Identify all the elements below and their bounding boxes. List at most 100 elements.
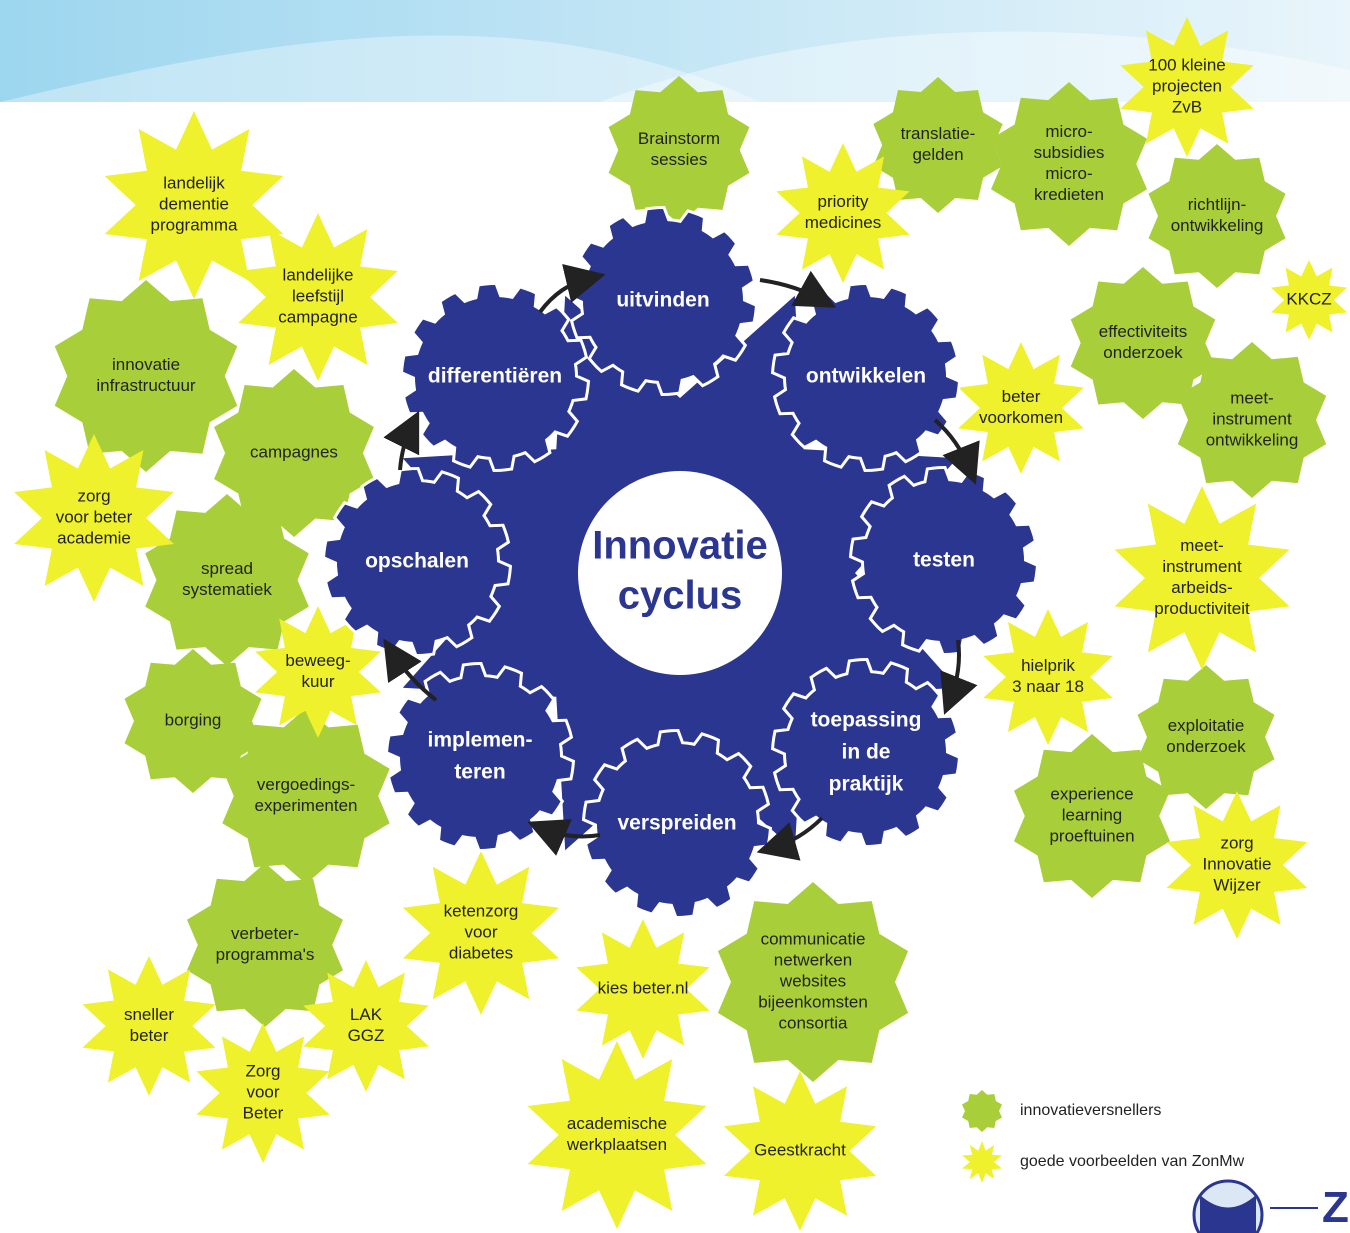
star-7-label-line: programma: [151, 215, 238, 234]
cog-2-label-line: testen: [913, 549, 975, 572]
cycle-arrow-2: [933, 418, 980, 485]
star-16-label-line: productiviteit: [1154, 599, 1250, 618]
yellow-star-shape: [958, 342, 1084, 474]
star-21-label-line: experimenten: [254, 796, 357, 815]
cog-6-label-line: opschalen: [365, 550, 469, 573]
star-17-label-line: kuur: [301, 672, 334, 691]
star-0-label-line: projecten: [1152, 76, 1222, 95]
yellow-star-shape: [303, 960, 429, 1092]
cog-3-label-line: toepassing: [811, 709, 922, 732]
yellow-star-shape: [14, 434, 174, 602]
green-star-shape: [1137, 665, 1275, 809]
cog-5-label-line: implemen-: [427, 729, 532, 752]
cycle-arrow-7: [383, 410, 420, 471]
star-2: translatie-gelden: [873, 77, 1003, 213]
legend-label: goede voorbeelden van ZonMw: [1020, 1153, 1245, 1170]
star-9: innovatie infrastructuur: [54, 280, 238, 472]
star-4: priority medicines: [776, 143, 910, 283]
cycle-arrow-1: [759, 270, 836, 308]
legend-label: innovatieversnellers: [1020, 1102, 1161, 1119]
yellow-star-shape: [1166, 791, 1308, 939]
star-4-label-line: medicines: [805, 213, 882, 232]
green-star-shape: [1148, 144, 1286, 288]
star-22-label-line: proeftuinen: [1049, 826, 1134, 845]
cog-fill: [325, 470, 509, 654]
star-23-label-line: zorg: [1220, 833, 1253, 852]
cycle-arrow-5: [527, 819, 601, 856]
cog-3-label-line: in de: [841, 741, 890, 764]
star-23-label-line: Innovatie: [1203, 854, 1272, 873]
cycle-arrow-0: [538, 263, 606, 314]
star-4-label-line: priority: [817, 192, 869, 211]
star-25-label-line: communicatie: [761, 929, 866, 948]
star-17: beweeg-kuur: [255, 606, 381, 738]
star-30-label-line: Zorg: [246, 1061, 281, 1080]
yellow-star-shape: [403, 851, 559, 1015]
star-12-label-line: instrument: [1212, 409, 1292, 428]
green-star-shape: [145, 494, 309, 666]
star-24-label-line: ketenzorg: [444, 901, 519, 920]
yellow-star-shape: [1114, 486, 1290, 670]
star-7-label-line: landelijk: [163, 173, 225, 192]
star-20-label-line: onderzoek: [1166, 737, 1246, 756]
cog-3: toepassing in de praktijk: [770, 657, 962, 849]
star-9-label-line: infrastructuur: [96, 376, 196, 395]
star-20-label-line: exploitatie: [1168, 716, 1245, 735]
center-title-line: Innovatie: [592, 524, 768, 568]
star-9-label-line: innovatie: [112, 355, 180, 374]
star-0-label-line: 100 kleine: [1148, 55, 1226, 74]
star-11-label-line: voorkomen: [979, 408, 1063, 427]
cog-3-label-line: praktijk: [829, 773, 904, 796]
star-6-label-line: KKCZ: [1286, 289, 1331, 308]
star-30-label-line: Beter: [243, 1103, 284, 1122]
star-13-label-line: campagnes: [250, 442, 338, 461]
cog-0: uitvinden: [567, 205, 759, 397]
legend-item-0: innovatieversnellers: [962, 1090, 1161, 1132]
star-2-label-line: translatie-: [901, 124, 976, 143]
logo-letter: Z: [1322, 1183, 1349, 1232]
yellow-star-shape: [82, 956, 216, 1096]
star-15-label-line: spread: [201, 559, 253, 578]
yellow-star-shape: [776, 143, 910, 283]
center-circle: [578, 471, 782, 675]
star-11-label-line: beter: [1002, 387, 1041, 406]
green-star-shape: [991, 82, 1147, 246]
star-19: borging: [124, 649, 262, 793]
star-8-label-line: leefstijl: [292, 286, 344, 305]
zonmw-logo: Z: [1192, 1179, 1349, 1233]
star-18-label-line: 3 naar 18: [1012, 677, 1084, 696]
cog-4-label-line: verspreiden: [617, 812, 736, 835]
star-28-label-line: sneller: [124, 1005, 174, 1024]
star-22-label-line: experience: [1050, 784, 1133, 803]
star-1-label-line: Brainstorm: [638, 129, 720, 148]
star-25-label-line: consortia: [779, 1013, 849, 1032]
star-28-label-line: beter: [130, 1026, 169, 1045]
star-17-label-line: beweeg-: [285, 651, 350, 670]
star-28: sneller beter: [82, 956, 216, 1096]
yellow-star-shape: [527, 1041, 707, 1229]
cog-1: ontwikkelen: [770, 281, 962, 473]
green-star-shape: [1070, 267, 1216, 419]
cog-fill: [774, 285, 958, 469]
cog-fill: [403, 285, 587, 469]
yellow-star-shape: [255, 606, 381, 738]
star-16-label-line: instrument: [1162, 557, 1242, 576]
cog-7: differentiëren: [399, 281, 591, 473]
yellow-star-shape: [983, 609, 1113, 745]
star-25-label-line: websites: [779, 971, 846, 990]
star-5-label-line: ontwikkeling: [1171, 216, 1264, 235]
green-star-shape: [1177, 342, 1327, 498]
yellow-star-shape: [1120, 17, 1254, 157]
star-5: richtlijn-ontwikkeling: [1148, 144, 1286, 288]
legend: innovatieversnellers goede voorbeelden va…: [962, 1090, 1245, 1183]
